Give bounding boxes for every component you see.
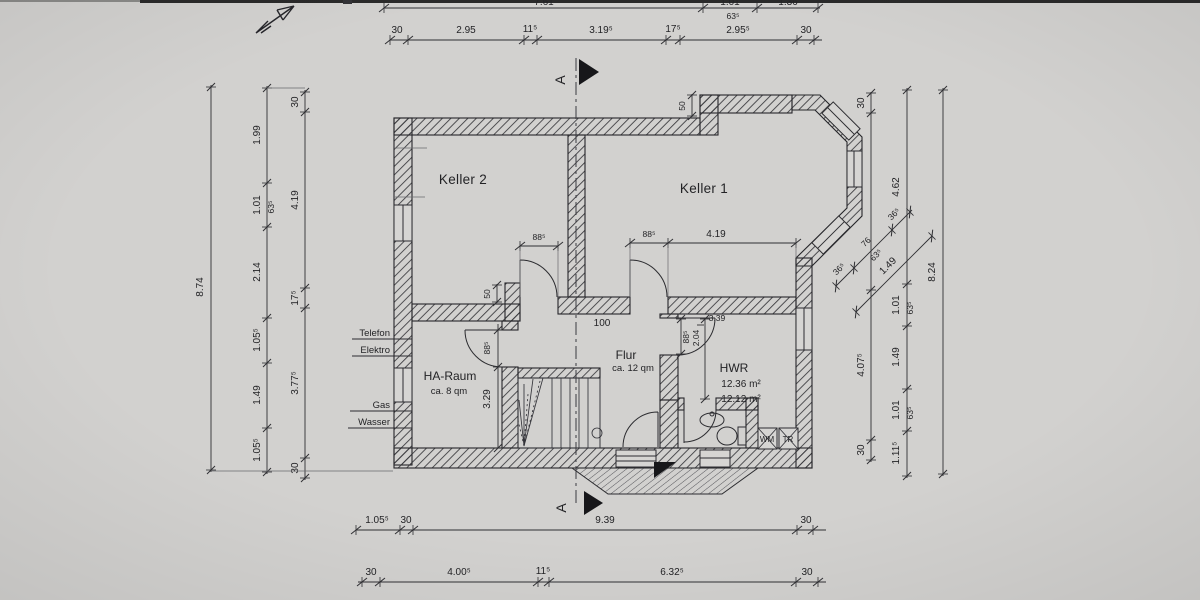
window-right-hwr	[795, 307, 813, 351]
dim-label: 1.05⁵	[252, 328, 263, 352]
dim-label: 3.39	[709, 313, 726, 323]
dim-label: 30	[290, 96, 301, 108]
dim-label: 4.19	[290, 190, 301, 210]
label-wasser: Wasser	[358, 417, 390, 428]
dim-label: 50	[677, 101, 687, 111]
dim-label: 8.74	[195, 277, 206, 297]
label-ha-raum-area: ca. 8 qm	[431, 386, 468, 397]
label-gas: Gas	[373, 400, 391, 411]
wall-h1-left	[411, 303, 521, 322]
scan-edge-top	[140, 0, 1200, 3]
dim-label: 8.24	[927, 262, 938, 282]
dim-label: 9.39	[595, 515, 615, 526]
dim-label: 4.07⁵	[856, 353, 867, 377]
dim-label: 17⁵	[665, 24, 680, 35]
dim-label: 30	[290, 462, 301, 474]
dim-label: 17⁵	[290, 290, 301, 305]
wall-h1-mid	[557, 296, 631, 315]
dim-label: 2.14	[252, 262, 263, 282]
wall-h1-right	[667, 296, 797, 315]
wall-top-right	[699, 94, 793, 114]
label-flur: Flur	[616, 348, 637, 362]
label-keller1: Keller 1	[680, 181, 728, 196]
dim-label: 7.61	[534, 0, 554, 8]
dim-label: 30	[391, 25, 403, 36]
dim-label: 2.04	[691, 329, 701, 346]
dim-label: 4.62	[891, 177, 902, 197]
wall-wc-right	[745, 397, 759, 449]
dim-label: 30	[365, 567, 377, 578]
label-keller2: Keller 2	[439, 172, 487, 187]
wall-wc-top-a	[677, 397, 685, 411]
dim-label: 1.11⁵	[891, 442, 902, 465]
scan-edge-top-left	[0, 0, 140, 2]
dim-label: 1.01	[891, 295, 902, 315]
dim-label: 63⁵	[905, 407, 915, 420]
dim-label: 6.32⁵	[660, 567, 684, 578]
label-hwr-area1: 12.36 m²	[721, 379, 761, 390]
label-hwr: HWR	[720, 361, 749, 375]
dim-label: 2.95⁵	[726, 25, 750, 36]
wall-left	[393, 117, 413, 466]
dim-label: 1.99	[252, 125, 263, 145]
dim-label: 1.49	[252, 385, 263, 405]
wall-flur-hwr-b	[659, 354, 679, 401]
dim-label: 30	[856, 444, 867, 456]
dim-label: 1.36	[778, 0, 798, 8]
dim-label: 50	[482, 289, 492, 299]
dim-label: 30	[801, 567, 813, 578]
wall-flur-hwr-a	[659, 313, 679, 319]
dim-label: 2.95	[456, 25, 476, 36]
wall-ha-stair-a	[501, 320, 519, 331]
dim-label: 4.00⁵	[447, 567, 471, 578]
dim-label: 11⁵	[523, 24, 538, 35]
label-hwr-area2: 12.12 m²	[721, 394, 761, 405]
dim-label: 88⁵	[533, 232, 546, 242]
dim-label: 100	[594, 318, 611, 329]
wall-ha-stair-b	[501, 366, 519, 449]
dim-label: 88⁵	[643, 229, 656, 239]
dim-label: 30	[400, 515, 412, 526]
section-label-top: A	[552, 75, 568, 85]
window-bay-middle	[846, 150, 863, 188]
dim-label: 11⁵	[536, 566, 551, 577]
wall-bottom	[393, 447, 813, 469]
dim-label: 63⁵	[727, 11, 740, 21]
dim-label: 1.49	[891, 347, 902, 367]
dim-label: 1.05⁵	[252, 438, 263, 462]
wall-jog-stub	[504, 282, 521, 322]
label-telefon: Telefon	[359, 328, 390, 339]
dim-label: 30	[800, 515, 812, 526]
dim-label: 63⁵	[266, 201, 276, 214]
label-elektro: Elektro	[360, 345, 390, 356]
dim-label: 1.05⁵	[365, 515, 389, 526]
dim-label: 30	[800, 25, 812, 36]
dim-label: 1.01	[252, 195, 263, 215]
dim-label: 1.01	[891, 400, 902, 420]
dim-label: 3.77⁵	[290, 371, 301, 395]
tr-label: TR	[783, 435, 794, 444]
dim-label: 30	[856, 97, 867, 109]
wall-stair-top	[517, 367, 601, 379]
dim-label: 3.29	[482, 389, 493, 409]
dim-label: 88⁵	[681, 331, 691, 344]
dim-label: 4.19	[706, 229, 726, 240]
dim-label: 1.01	[720, 0, 740, 8]
dim-label: 3.19⁵	[589, 25, 613, 36]
wall-top-left	[393, 117, 701, 136]
dim-label: 88⁵	[482, 342, 492, 355]
scan-blemish	[343, 0, 352, 4]
window-bottom-stair	[615, 449, 657, 468]
section-label-bottom: A	[553, 503, 569, 513]
label-ha-raum: HA-Raum	[424, 369, 477, 383]
label-flur-area: ca. 12 qm	[612, 363, 654, 374]
window-left-upper	[393, 204, 413, 242]
window-left-lower	[393, 367, 413, 403]
window-bottom-wc	[699, 449, 731, 468]
wm-label: WM	[760, 435, 775, 444]
dim-label: 63⁵	[905, 302, 915, 315]
wall-wc-left	[659, 399, 679, 449]
